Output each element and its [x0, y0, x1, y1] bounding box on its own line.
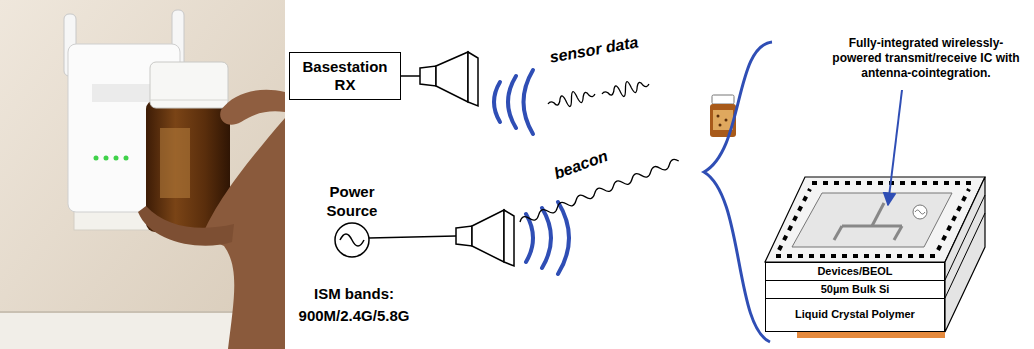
horn-antenna: [420, 52, 478, 106]
extender-label: [92, 84, 156, 102]
bond-pads: [776, 254, 936, 258]
ac-source: [335, 223, 369, 257]
wave-packet: [547, 87, 597, 111]
wave-arc: [508, 76, 516, 128]
bond-pads: [812, 181, 974, 185]
led: [94, 156, 99, 161]
led: [114, 156, 119, 161]
sensor-signal: [547, 77, 651, 111]
bottle-cap: [150, 62, 228, 108]
ground-plane: [797, 332, 945, 338]
curly-bracket: [704, 42, 772, 342]
die-area: [792, 193, 952, 247]
horn-mouth: [468, 52, 478, 106]
layer-band: Liquid Crystal Polymer: [765, 298, 945, 332]
horn-antenna: [456, 210, 514, 266]
sine-symbol: [915, 210, 925, 214]
icon-dot: [725, 119, 728, 122]
annotation: Fully-integrated wirelessly-powered tran…: [826, 36, 1026, 81]
oscillator-symbol: [913, 205, 927, 219]
wave-arc: [494, 82, 500, 122]
fingers: [138, 206, 234, 246]
thumb: [220, 90, 285, 125]
feed-line: [401, 75, 420, 77]
wave-arc: [526, 214, 533, 262]
bottle-label: [160, 128, 190, 198]
icon-dot: [719, 124, 722, 127]
sine-symbol: [340, 234, 364, 246]
leader-arrow: [888, 90, 902, 205]
icon-cap: [712, 95, 734, 104]
wave-arcs: [526, 202, 569, 274]
node-text: 50µm Bulk Si: [821, 283, 890, 296]
cap-rim: [150, 100, 228, 101]
band-label: ISM bands: 900M/2.4G/5.8G: [284, 283, 424, 327]
wave-arcs: [494, 70, 533, 134]
layer-edge: [945, 195, 985, 280]
wall: [0, 0, 285, 349]
horn-feed: [456, 226, 472, 246]
wave-arc: [558, 202, 569, 274]
signal-label: beacon: [545, 144, 618, 187]
antenna-trace: [834, 226, 842, 240]
icon-label: [713, 110, 733, 130]
layer-edge: [945, 213, 985, 298]
chip-stack: [765, 177, 985, 338]
node-text: Devices/BEOL: [817, 265, 892, 278]
antenna-trace: [894, 226, 902, 240]
horn-feed: [420, 66, 436, 86]
horn-mouth: [504, 210, 514, 266]
feed-line: [369, 236, 456, 238]
led: [104, 156, 109, 161]
layer-band: 50µm Bulk Si: [765, 280, 945, 300]
wave-packet: [601, 77, 651, 101]
bottle-icon: [710, 95, 736, 137]
horn-flare: [472, 210, 504, 262]
node-text: Basestation RX: [300, 58, 390, 94]
process-box: Basestation RX: [289, 52, 401, 100]
source-circle: [335, 223, 369, 257]
led: [124, 156, 129, 161]
icon-dot: [717, 115, 720, 118]
source-label: Power Source: [312, 183, 392, 221]
photo: [0, 0, 285, 349]
horn-flare: [436, 52, 468, 102]
wave-arc: [524, 70, 534, 134]
wave-arc: [542, 208, 551, 268]
signal-label: sensor data: [537, 30, 651, 69]
antenna-trace: [872, 203, 884, 226]
layer-band: Devices/BEOL: [765, 262, 945, 282]
node-text: Liquid Crystal Polymer: [795, 308, 915, 321]
